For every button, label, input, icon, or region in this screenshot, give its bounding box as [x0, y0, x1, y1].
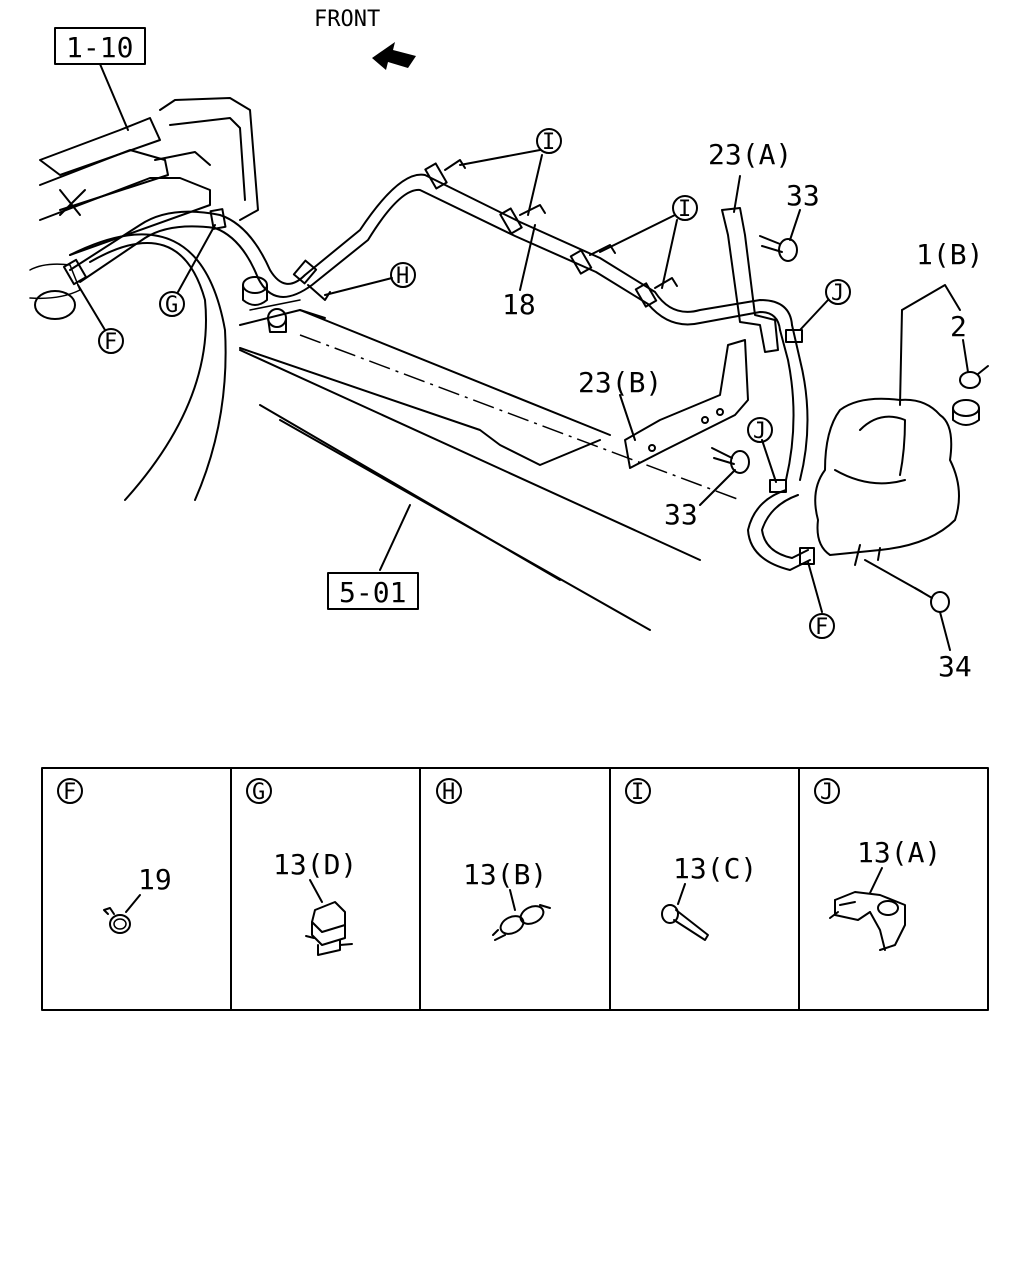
callout-j-2[interactable]: J [747, 417, 773, 444]
part-23b-label[interactable]: 23(B) [578, 366, 662, 399]
ref-box-1-10-label: 1-10 [66, 31, 133, 64]
bolt-33-top [759, 209, 801, 262]
callout-j-1-label: J [831, 281, 844, 306]
front-label: FRONT [314, 7, 380, 32]
ref-box-1-10[interactable]: 1-10 [54, 27, 146, 65]
clip-13a-icon [829, 891, 906, 951]
hose-clamp-19-icon [103, 907, 131, 934]
part-18-label[interactable]: 18 [502, 288, 536, 321]
ref-box-5-01[interactable]: 5-01 [327, 572, 419, 610]
callout-f-2[interactable]: F [809, 613, 835, 640]
callout-h[interactable]: H [390, 262, 416, 289]
ref-box-5-01-label: 5-01 [339, 576, 406, 609]
bracket-23a [721, 175, 779, 353]
bracket-23b [619, 339, 749, 469]
part-34-label[interactable]: 34 [938, 650, 972, 683]
callout-i-1[interactable]: I [536, 128, 562, 155]
callout-i-2[interactable]: I [672, 195, 698, 222]
callout-g-label: G [165, 293, 178, 318]
panel-h-part[interactable]: 13(B) [463, 858, 547, 891]
reservoir-tank [814, 284, 989, 566]
part-1b-label[interactable]: 1(B) [916, 238, 983, 271]
part-33-top-label[interactable]: 33 [786, 179, 820, 212]
detail-panel-i: I 13(C) [625, 778, 757, 941]
panel-f-part[interactable]: 19 [138, 863, 172, 896]
panel-g-part[interactable]: 13(D) [273, 848, 357, 881]
panel-i-letter: I [631, 780, 644, 805]
part-2-label[interactable]: 2 [950, 310, 967, 343]
leader-lines [77, 149, 829, 613]
callout-f-2-label: F [815, 615, 828, 640]
callout-f-1[interactable]: F [98, 328, 124, 355]
detail-panel-f: F 19 [57, 778, 172, 934]
callout-h-label: H [396, 264, 409, 289]
panel-h-letter: H [442, 780, 455, 805]
panel-i-part[interactable]: 13(C) [673, 852, 757, 885]
panel-j-part[interactable]: 13(A) [857, 836, 941, 869]
callout-g[interactable]: G [159, 291, 185, 318]
callout-i-1-label: I [542, 130, 555, 155]
leader-1-10 [99, 63, 129, 131]
panel-f-letter: F [63, 780, 76, 805]
detail-panel-g: G 13(D) [246, 778, 357, 956]
callout-f-1-label: F [104, 330, 117, 355]
detail-panels [41, 767, 989, 1011]
part-23a-label[interactable]: 23(A) [708, 138, 792, 171]
clip-13b-icon [492, 904, 551, 941]
panel-g-letter: G [252, 780, 265, 805]
callout-i-2-label: I [678, 197, 691, 222]
callout-j-1[interactable]: J [825, 279, 851, 306]
frame-rails [239, 276, 741, 631]
panel-j-letter: J [820, 780, 833, 805]
part-33-mid-label[interactable]: 33 [664, 498, 698, 531]
clip-13d-icon [305, 901, 353, 956]
wheel-arch-inner [89, 241, 207, 501]
callout-j-2-label: J [753, 419, 766, 444]
bolt-34 [864, 559, 951, 651]
radiator-assembly [29, 97, 259, 320]
detail-panel-j: J 13(A) [814, 778, 941, 951]
hose-clips [62, 159, 815, 565]
bolt-33-mid [699, 447, 750, 506]
wheel-arch-outer [69, 233, 227, 501]
clip-13c-icon [661, 904, 709, 941]
front-arrow-icon [372, 42, 416, 70]
detail-panel-h: H 13(B) [436, 778, 551, 941]
